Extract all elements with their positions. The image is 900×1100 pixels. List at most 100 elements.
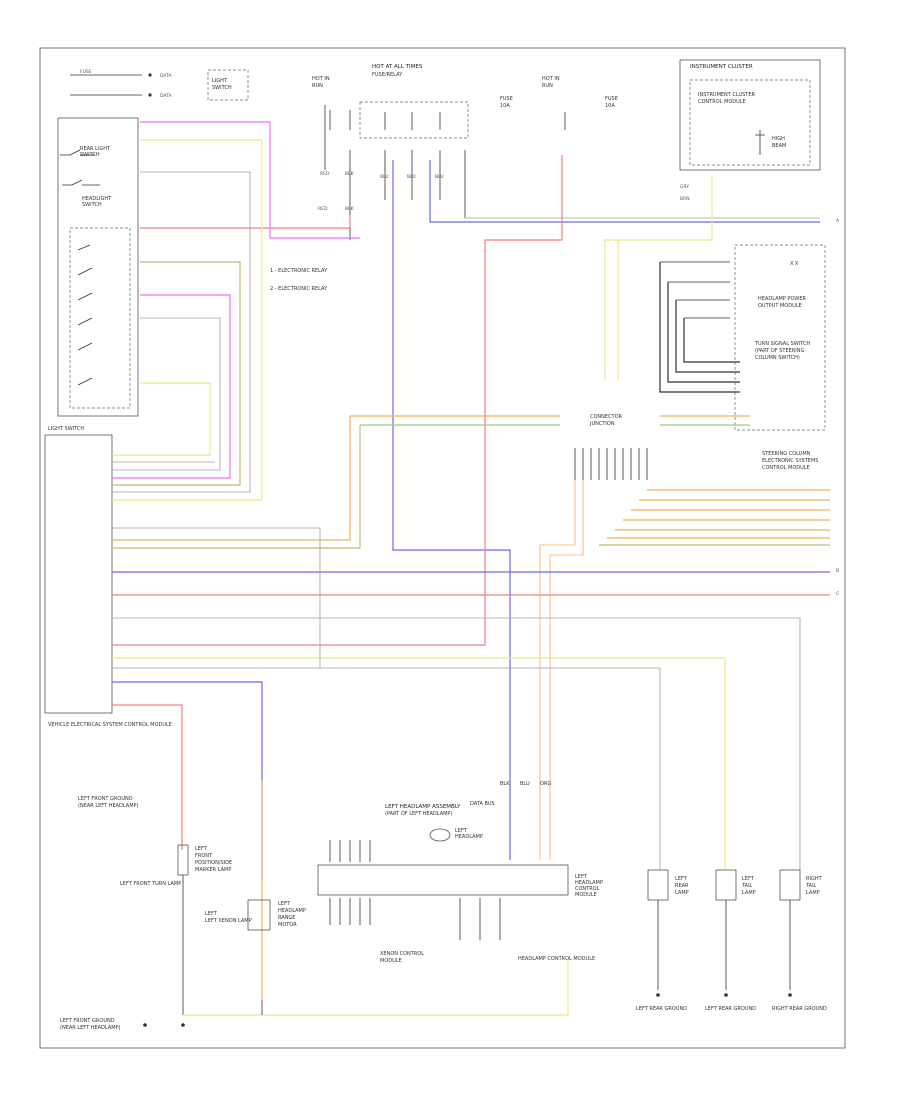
svg-text:STEERING COLUMN: STEERING COLUMN	[762, 451, 811, 457]
svg-text:HIGH: HIGH	[772, 136, 785, 142]
cluster-title: INSTRUMENT CLUSTER	[690, 64, 753, 70]
left-xenon-lamp: LEFT LEFT XENON LAMP LEFT HEADLAMP RANGE…	[205, 899, 306, 931]
svg-text:HEADLAMP: HEADLAMP	[575, 880, 603, 886]
svg-text:SWITCH: SWITCH	[212, 85, 232, 91]
switch-label-1: REAR LIGHT	[80, 146, 111, 152]
svg-text:FUSE: FUSE	[80, 69, 92, 75]
svg-text:BLK: BLK	[500, 781, 510, 787]
svg-text:HOT IN: HOT IN	[312, 76, 330, 82]
black-bundle	[659, 261, 740, 393]
svg-text:LEFT: LEFT	[742, 876, 755, 882]
svg-text:LIGHT SWITCH: LIGHT SWITCH	[48, 426, 84, 432]
svg-text:INSTRUMENT CLUSTER: INSTRUMENT CLUSTER	[698, 92, 756, 98]
svg-text:LEFT: LEFT	[455, 828, 468, 834]
svg-text:MARKER LAMP: MARKER LAMP	[195, 867, 231, 873]
svg-text:HEADLAMP: HEADLAMP	[278, 908, 306, 914]
svg-text:(NEAR LEFT HEADLAMP): (NEAR LEFT HEADLAMP)	[78, 803, 139, 809]
lt-rear-gnd-label: LEFT REAR GROUND	[636, 1006, 687, 1012]
svg-text:(NEAR LEFT HEADLAMP): (NEAR LEFT HEADLAMP)	[60, 1025, 121, 1031]
svg-text:RUN: RUN	[542, 83, 553, 89]
svg-text:TURN SIGNAL SWITCH: TURN SIGNAL SWITCH	[754, 341, 810, 347]
headlamp-ctrl-label: HEADLAMP CONTROL MODULE	[518, 956, 595, 962]
svg-text:(PART OF LEFT HEADLAMP): (PART OF LEFT HEADLAMP)	[385, 811, 452, 817]
svg-text:HEADLAMP: HEADLAMP	[455, 834, 483, 840]
rt-rear-gnd-label: RIGHT REAR GROUND	[772, 1006, 827, 1012]
svg-text:LAMP: LAMP	[675, 890, 689, 896]
svg-text:BLK: BLK	[345, 206, 355, 212]
svg-text:ELECTRONIC SYSTEMS: ELECTRONIC SYSTEMS	[762, 458, 818, 464]
junction-block: X X HEADLAMP POWER OUTPUT MODULE TURN SI…	[734, 244, 826, 471]
svg-text:LEFT: LEFT	[575, 874, 588, 880]
svg-text:LEFT: LEFT	[205, 911, 218, 917]
svg-text:FUSE: FUSE	[605, 96, 618, 102]
svg-text:B: B	[836, 568, 839, 574]
svg-text:LAMP: LAMP	[806, 890, 820, 896]
svg-text:MODULE: MODULE	[575, 892, 597, 898]
svg-text:ORG: ORG	[540, 781, 551, 787]
svg-text:2 - ELECTRONIC RELAY: 2 - ELECTRONIC RELAY	[270, 286, 328, 292]
vehicle-ecu-box: LIGHT SWITCH VEHICLE ELECTRICAL SYSTEM C…	[44, 426, 172, 728]
switch-label-3: HEADLIGHT	[82, 196, 112, 202]
svg-text:(PART OF STEERING: (PART OF STEERING	[755, 348, 804, 354]
svg-text:BLK: BLK	[345, 171, 355, 177]
svg-text:TAIL: TAIL	[741, 883, 753, 889]
svg-text:FUSE: FUSE	[500, 96, 513, 102]
left-tail-lamp-1: LEFT REAR LAMP LEFT REAR GROUND	[636, 869, 689, 1012]
svg-text:RED: RED	[318, 206, 328, 212]
diagram-frame	[39, 47, 846, 1049]
svg-text:HEADLAMP POWER: HEADLAMP POWER	[758, 296, 806, 302]
connector-fan: CONNECTOR JUNCTION	[539, 414, 830, 860]
hot-fuse-area: HOT AT ALL TIMES FUSE/RELAY HOT IN RUN H…	[312, 64, 618, 240]
left-front-turn-lamp: LEFT FRONT POSITION/SIDE MARKER LAMP LEF…	[120, 844, 232, 1015]
svg-text:RANGE: RANGE	[278, 915, 295, 921]
bottom-ground-bus: LEFT FRONT GROUND (NEAR LEFT HEADLAMP)	[60, 960, 569, 1031]
light-switch-block: REAR LIGHT SWITCH HEADLIGHT SWITCH	[57, 117, 139, 417]
svg-text:OUTPUT MODULE: OUTPUT MODULE	[758, 303, 802, 309]
svg-text:REAR: REAR	[675, 883, 689, 889]
svg-text:DATA: DATA	[160, 73, 173, 79]
svg-text:LEFT: LEFT	[195, 846, 208, 852]
svg-text:BRN: BRN	[680, 196, 690, 202]
svg-text:CONNECTOR: CONNECTOR	[590, 414, 623, 420]
svg-text:POSITION/SIDE: POSITION/SIDE	[195, 860, 232, 866]
data-bus-note: DATA BUS	[470, 801, 495, 807]
left-gnd-bottom-label: LEFT FRONT GROUND	[60, 1018, 115, 1024]
svg-text:BLU: BLU	[520, 781, 530, 787]
svg-text:RED: RED	[320, 171, 330, 177]
left-front-bulb-label: LEFT FRONT TURN LAMP	[120, 881, 181, 887]
vehicle-ecu-label: VEHICLE ELECTRICAL SYSTEM CONTROL MODULE	[48, 722, 172, 728]
svg-text:GRY: GRY	[680, 184, 689, 190]
svg-text:COLUMN SWITCH): COLUMN SWITCH)	[755, 355, 800, 361]
svg-text:LIGHT: LIGHT	[212, 78, 228, 84]
svg-text:LAMP: LAMP	[742, 890, 756, 896]
svg-text:FRONT: FRONT	[195, 853, 213, 859]
svg-text:CONTROL: CONTROL	[575, 886, 600, 892]
left-xenon-label: LEFT XENON LAMP	[205, 918, 252, 924]
svg-text:BLU: BLU	[380, 174, 389, 180]
right-tail-lamp: RIGHT TAIL LAMP RIGHT REAR GROUND	[772, 869, 827, 1012]
svg-text:TAIL: TAIL	[805, 883, 817, 889]
svg-text:HOT IN: HOT IN	[542, 76, 560, 82]
svg-text:BEAM: BEAM	[772, 143, 786, 149]
junction-label: JUNCTION	[589, 421, 615, 427]
top-feed-lines: FUSE DATA DATA LIGHT SWITCH	[70, 69, 249, 101]
svg-text:CONTROL MODULE: CONTROL MODULE	[762, 465, 810, 471]
left-headlamp-module: LEFT HEADLAMP ASSEMBLY (PART OF LEFT HEA…	[317, 804, 603, 964]
svg-text:LEFT: LEFT	[675, 876, 688, 882]
hot-fuse-title: HOT AT ALL TIMES	[372, 64, 423, 70]
svg-text:RIGHT: RIGHT	[806, 876, 823, 882]
instrument-cluster: INSTRUMENT CLUSTER INSTRUMENT CLUSTER CO…	[679, 59, 821, 202]
svg-text:10A: 10A	[500, 103, 510, 109]
svg-text:CONTROL MODULE: CONTROL MODULE	[698, 99, 746, 105]
xenon-ctrl-label: XENON CONTROL	[380, 951, 424, 957]
svg-text:C: C	[836, 591, 839, 597]
switch-label-4: SWITCH	[82, 202, 102, 208]
svg-text:10A: 10A	[605, 103, 615, 109]
svg-text:MOTOR: MOTOR	[278, 922, 297, 928]
svg-text:LEFT REAR GROUND: LEFT REAR GROUND	[705, 1006, 756, 1012]
svg-text:RUN: RUN	[312, 83, 323, 89]
svg-text:FUSE/RELAY: FUSE/RELAY	[372, 72, 403, 78]
svg-text:MODULE: MODULE	[380, 958, 402, 964]
svg-text:DATA: DATA	[160, 93, 173, 99]
